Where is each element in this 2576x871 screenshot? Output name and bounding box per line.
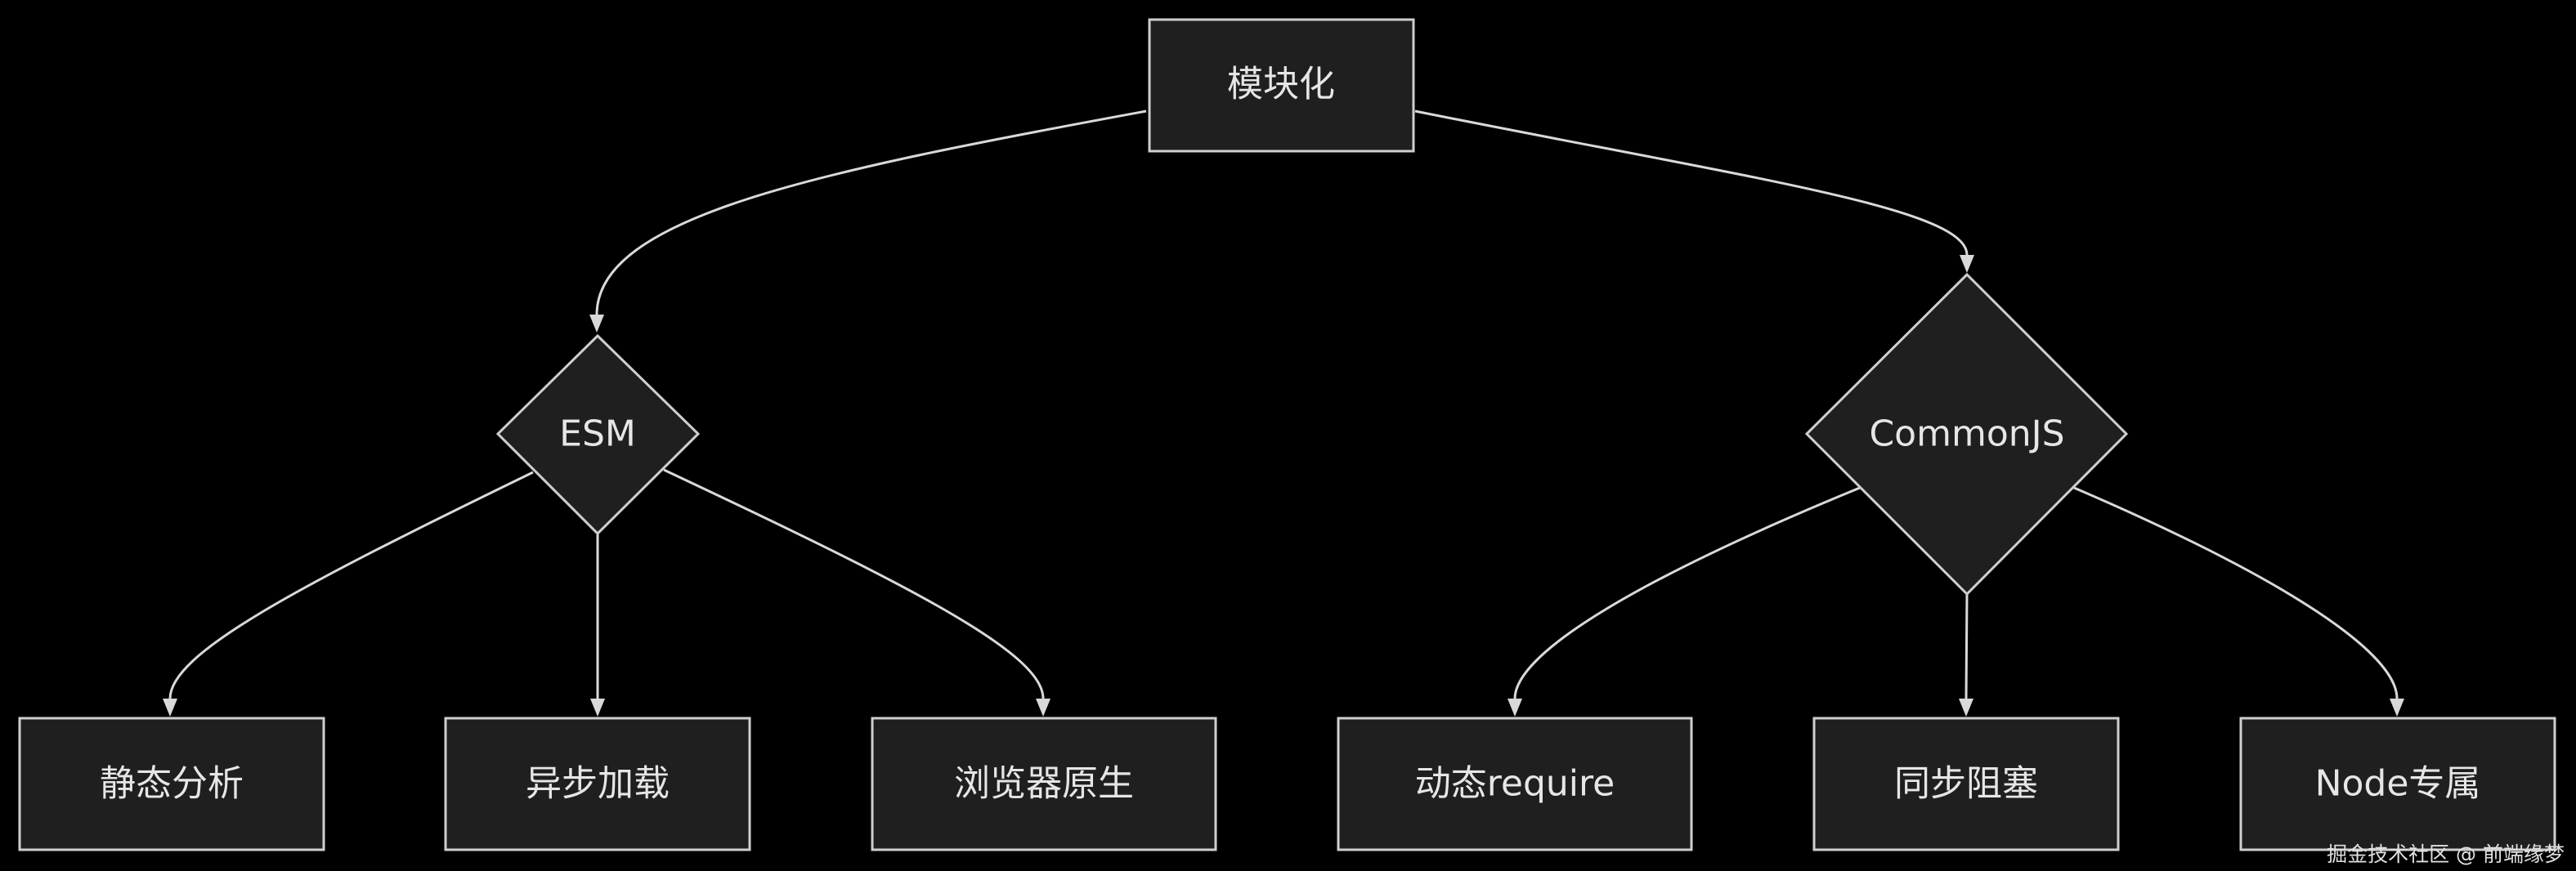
node-esm-label: ESM bbox=[559, 413, 636, 455]
node-commonjs: CommonJS bbox=[1804, 272, 2129, 596]
node-esm-async: 异步加载 bbox=[444, 717, 751, 851]
edge-root-commonjs bbox=[1414, 109, 1969, 256]
edge-root-esm bbox=[595, 109, 1147, 315]
node-cjs-node-label: Node专属 bbox=[2315, 763, 2481, 805]
edge-cjs-node bbox=[2073, 486, 2399, 699]
node-cjs-dynamic-label: 动态require bbox=[1415, 763, 1615, 805]
arrowhead-commonjs bbox=[1960, 255, 1974, 273]
node-commonjs-label: CommonJS bbox=[1869, 413, 2064, 455]
watermark: 掘金技术社区 @ 前端缘梦 bbox=[2327, 842, 2565, 866]
arrowhead-native bbox=[1036, 699, 1051, 717]
arrowhead-sync bbox=[1959, 699, 1973, 717]
node-root: 模块化 bbox=[1148, 18, 1415, 153]
node-esm-async-label: 异步加载 bbox=[526, 763, 670, 805]
arrowhead-node bbox=[2390, 699, 2404, 717]
edge-esm-static bbox=[168, 471, 534, 699]
node-esm-static-label: 静态分析 bbox=[100, 763, 244, 805]
node-root-label: 模块化 bbox=[1227, 64, 1335, 105]
arrowhead-dynamic bbox=[1508, 699, 1522, 717]
edges bbox=[163, 109, 2404, 717]
node-cjs-node: Node专属 bbox=[2239, 717, 2556, 851]
node-esm-native-label: 浏览器原生 bbox=[954, 763, 1134, 805]
node-cjs-sync: 同步阻塞 bbox=[1812, 717, 2120, 851]
node-esm: ESM bbox=[495, 333, 701, 536]
edge-cjs-sync bbox=[1964, 593, 1969, 699]
arrowhead-async bbox=[590, 699, 605, 717]
node-cjs-dynamic: 动态require bbox=[1337, 717, 1693, 851]
node-cjs-sync-label: 同步阻塞 bbox=[1894, 763, 2038, 805]
arrowhead-static bbox=[163, 699, 177, 717]
edge-esm-native bbox=[663, 468, 1045, 699]
node-esm-native: 浏览器原生 bbox=[871, 717, 1217, 851]
edge-cjs-dynamic bbox=[1513, 486, 1861, 699]
arrowhead-esm bbox=[589, 315, 604, 333]
node-esm-static: 静态分析 bbox=[18, 717, 325, 851]
